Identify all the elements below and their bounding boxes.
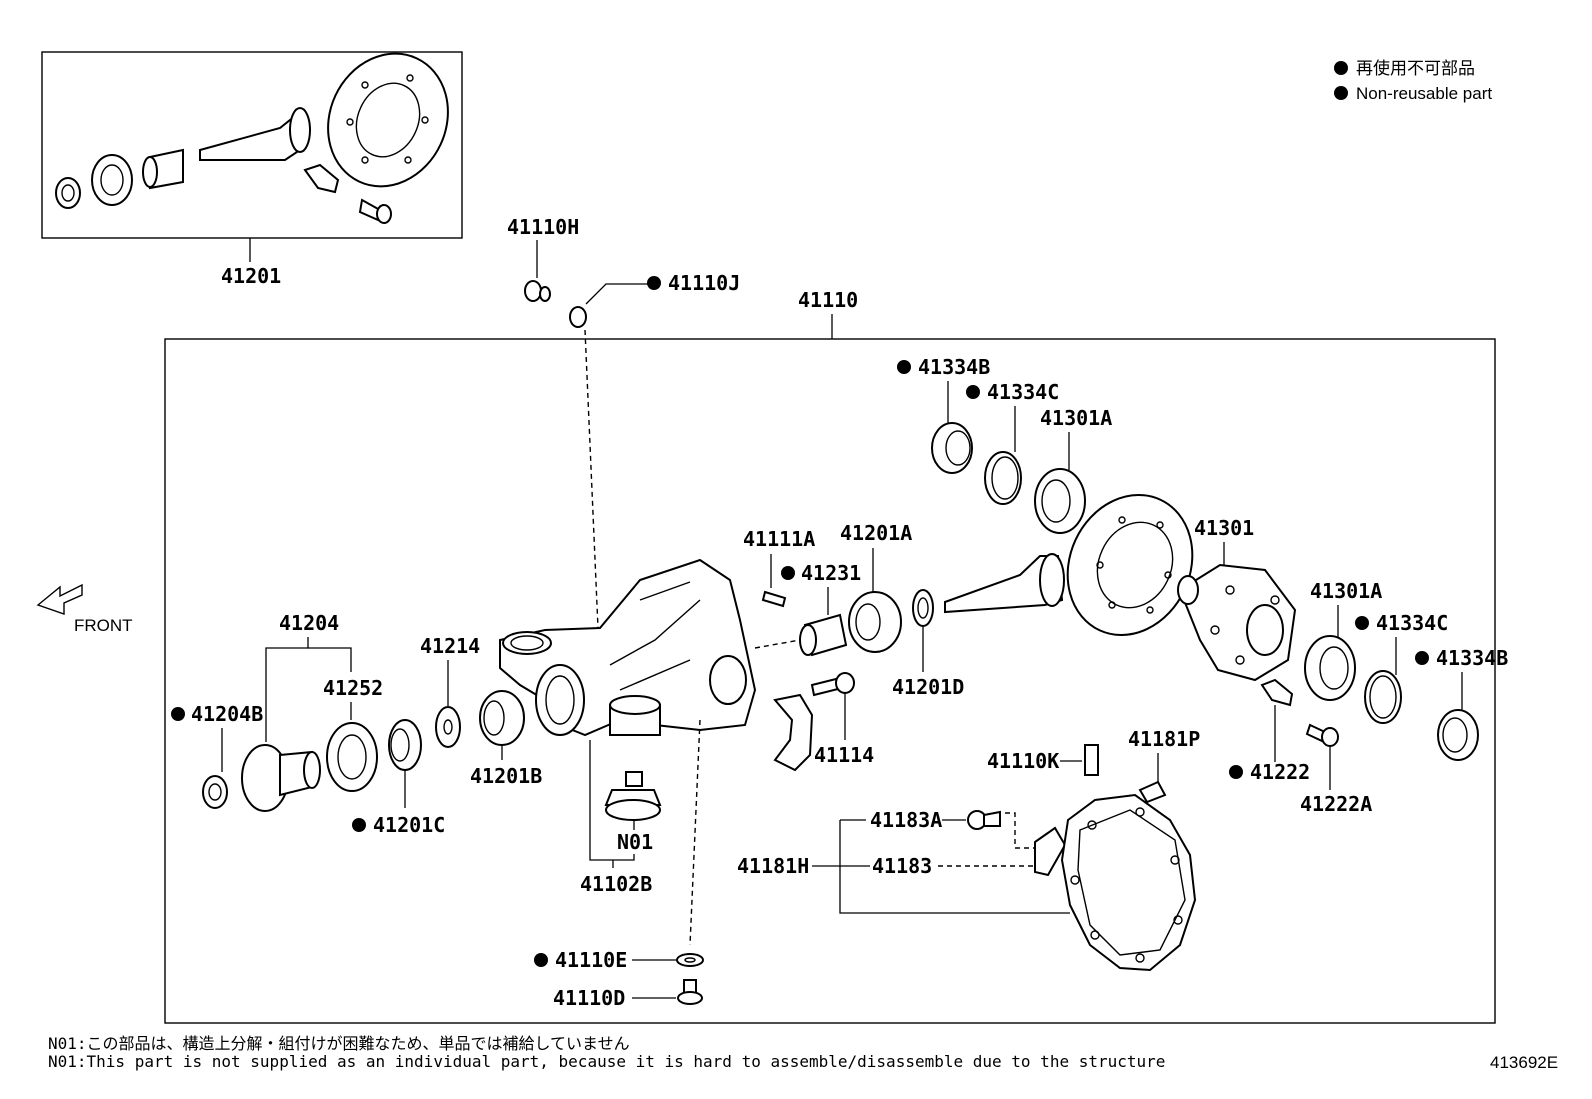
part-label-41231: 41231 (801, 561, 861, 585)
breather-plug-n01 (604, 771, 662, 821)
part-label-41334C-top: 41334C (987, 380, 1059, 404)
part-label-41222A: 41222A (1300, 792, 1372, 816)
non-reusable-dot-icon (1334, 61, 1348, 75)
part-label-41110J: 41110J (668, 271, 740, 295)
shim-41334C-right (1364, 670, 1402, 724)
part-label-41201B: 41201B (470, 764, 542, 788)
part-label-41110H: 41110H (507, 215, 579, 239)
bearing-41201B (479, 690, 525, 746)
part-label-41114: 41114 (814, 743, 874, 767)
part-label-41102B: 41102B (580, 872, 652, 896)
part-label-41301A-top: 41301A (1040, 406, 1112, 430)
lock-plate-41222 (1260, 678, 1294, 707)
part-label-41301A-right: 41301A (1310, 579, 1382, 603)
ring-pinion-kit-box (41, 51, 463, 262)
shim-41334C-top (984, 451, 1022, 505)
bearing-41201A (848, 591, 902, 653)
part-label-41183: 41183 (872, 854, 932, 878)
part-label-41110D: 41110D (553, 986, 625, 1010)
legend: 再使用不可部品 Non-reusable part (1334, 58, 1492, 103)
plug-41110H (524, 280, 542, 302)
figure-id: 413692E (1490, 1053, 1559, 1072)
part-label-41252: 41252 (323, 676, 383, 700)
seal-41334B-top (931, 422, 973, 474)
plug-41181P (1138, 780, 1167, 804)
part-label-41334B-top: 41334B (918, 355, 990, 379)
front-label: FRONT (74, 616, 133, 635)
part-label-41204B: 41204B (191, 702, 263, 726)
breather-41110K (1084, 744, 1099, 776)
part-label-41222: 41222 (1250, 760, 1310, 784)
gasket-41183 (1034, 826, 1067, 877)
legend-line-jp: 再使用不可部品 (1356, 58, 1475, 78)
assembly-41110-frame (164, 338, 1496, 1024)
legend-line-en: Non-reusable part (1356, 84, 1492, 103)
part-label-41201: 41201 (221, 264, 281, 288)
part-label-41201C: 41201C (373, 813, 445, 837)
part-label-41201D: 41201D (892, 675, 964, 699)
note-n01-jp: N01:この部品は、構造上分解・組付けが困難なため、単品では補給していません (48, 1034, 630, 1053)
differential-rear-cover-41181H (1060, 793, 1197, 972)
seal-41334B-right (1437, 709, 1479, 761)
front-arrow-icon (36, 583, 83, 615)
part-label-41110K: 41110K (987, 749, 1059, 773)
differential-carrier-housing (499, 558, 757, 737)
oil-seal-41252 (326, 722, 378, 792)
nut-41204B (202, 775, 228, 809)
part-label-41201A: 41201A (840, 521, 912, 545)
gasket-41110E (676, 953, 704, 967)
spacer-41201C (388, 719, 422, 771)
gasket-41110J (569, 306, 587, 328)
washer-41214 (435, 706, 461, 748)
ring-gear (1066, 493, 1194, 637)
part-label-41111A: 41111A (743, 527, 815, 551)
part-label-41334C-right: 41334C (1376, 611, 1448, 635)
drive-pinion (944, 553, 1065, 614)
differential-case-41301 (1177, 563, 1297, 682)
part-label-41181H: 41181H (737, 854, 809, 878)
part-label-41110: 41110 (798, 288, 858, 312)
note-n01-en: N01:This part is not supplied as an indi… (48, 1052, 1166, 1071)
part-label-41204: 41204 (279, 611, 339, 635)
part-label-N01: N01 (617, 830, 653, 854)
pin-41111A (761, 590, 787, 608)
shim-41201D (912, 589, 934, 627)
part-label-41181P: 41181P (1128, 727, 1200, 751)
part-label-41110E: 41110E (555, 948, 627, 972)
part-label-41214: 41214 (420, 634, 480, 658)
non-reusable-dot-icon (1334, 86, 1348, 100)
part-label-41183A: 41183A (870, 808, 942, 832)
part-label-41301: 41301 (1194, 516, 1254, 540)
bearing-cap-41114 (773, 693, 814, 772)
part-label-41334B-right: 41334B (1436, 646, 1508, 670)
